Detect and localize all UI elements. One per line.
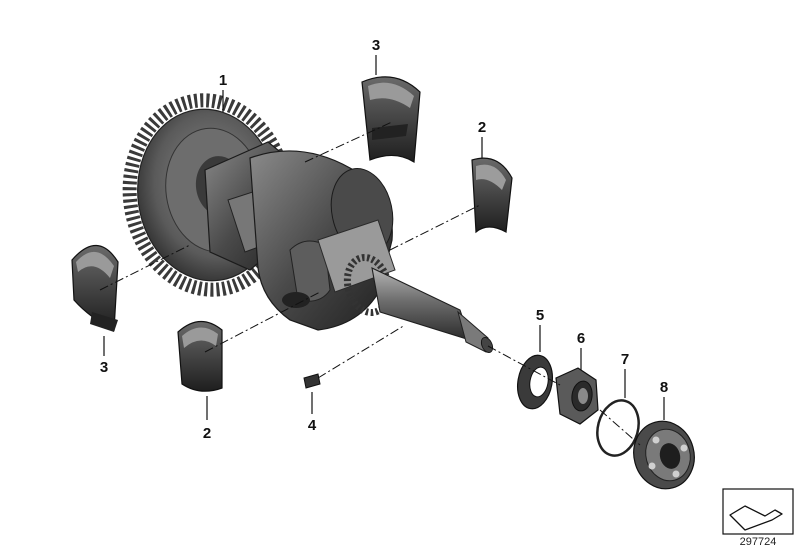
orientation-symbol-box	[722, 488, 794, 535]
callout-1: 1	[219, 72, 227, 112]
callout-3-top: 3	[372, 37, 380, 75]
callout-2-top: 2	[478, 119, 486, 158]
bearing-shell-top	[361, 76, 421, 164]
callout-5: 5	[536, 307, 544, 352]
svg-text:2: 2	[203, 425, 211, 442]
svg-text:5: 5	[536, 307, 544, 324]
svg-text:7: 7	[621, 351, 629, 368]
svg-text:8: 8	[660, 379, 668, 396]
ball-bearing	[633, 420, 695, 490]
bearing-shell-left	[71, 244, 119, 332]
key	[303, 373, 321, 389]
bearing-shell-bottom	[177, 320, 223, 392]
orientation-arrow-icon	[729, 505, 783, 531]
callout-8: 8	[660, 379, 668, 420]
callout-6: 6	[577, 330, 585, 370]
svg-text:3: 3	[372, 37, 380, 54]
svg-text:1: 1	[219, 72, 227, 89]
svg-text:3: 3	[100, 359, 108, 376]
washer	[517, 354, 553, 410]
bearing-shell-top-right	[471, 157, 513, 234]
callout-3-left: 3	[100, 336, 108, 376]
circlip	[596, 399, 640, 457]
svg-text:6: 6	[577, 330, 585, 347]
assembly-axes	[99, 121, 641, 446]
diagram-number: 297724	[739, 536, 777, 548]
callout-7: 7	[621, 351, 629, 398]
crankshaft	[122, 93, 494, 353]
callout-2-bottom: 2	[203, 396, 211, 442]
svg-text:4: 4	[308, 417, 317, 434]
callout-4: 4	[308, 392, 317, 434]
svg-text:2: 2	[478, 119, 486, 136]
nut	[555, 367, 599, 425]
